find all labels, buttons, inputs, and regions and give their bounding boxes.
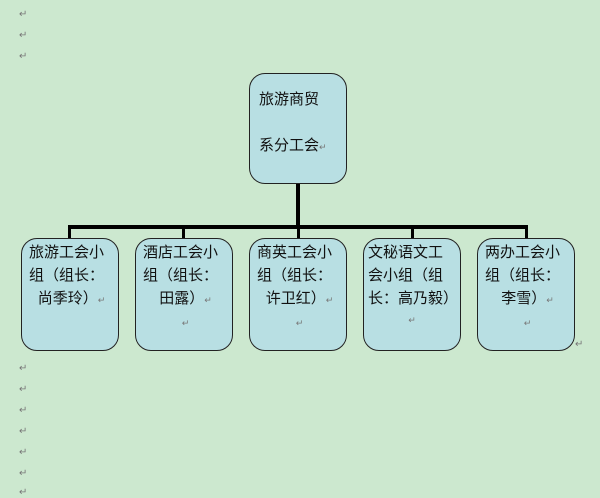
node-line: 商英工会小 xyxy=(257,243,333,261)
connector-drop xyxy=(525,225,528,239)
connector-drop xyxy=(297,225,300,239)
node-line: 文秘语文工 xyxy=(368,243,444,261)
org-child-node: 旅游工会小 组（组长： 尚季玲）↵ xyxy=(21,238,119,351)
paragraph-mark: ↵ xyxy=(523,319,532,329)
paragraph-mark: ↵ xyxy=(19,363,28,374)
paragraph-mark: ↵ xyxy=(19,9,28,20)
node-line: 旅游工会小 xyxy=(29,243,105,261)
org-child-node: 两办工会小 组（组长： 李雪）↵ ↵ xyxy=(477,238,575,351)
paragraph-mark: ↵ xyxy=(295,319,304,329)
node-line: 组（组长： xyxy=(143,266,219,284)
connector-drop xyxy=(182,225,185,239)
paragraph-mark: ↵ xyxy=(181,319,190,329)
node-line: 两办工会小 xyxy=(485,243,561,261)
paragraph-mark: ↵ xyxy=(19,447,28,458)
node-line: 旅游商贸 xyxy=(259,90,320,108)
org-root-node: 旅游商贸 系分工会↵ xyxy=(249,73,347,184)
connector-trunk xyxy=(296,183,300,228)
paragraph-mark: ↵ xyxy=(19,51,28,62)
paragraph-mark: ↵ xyxy=(19,30,28,41)
node-line: 会小组（组 xyxy=(368,266,444,284)
node-line: 田露）↵ xyxy=(159,289,212,307)
node-line: 许卫红）↵ xyxy=(265,289,334,307)
node-line: 组（组长： xyxy=(257,266,333,284)
paragraph-mark: ↵ xyxy=(19,487,28,498)
paragraph-mark: ↵ xyxy=(19,426,28,437)
paragraph-mark: ↵ xyxy=(19,405,28,416)
paragraph-mark: ↵ xyxy=(19,468,28,479)
node-line: 组（组长： xyxy=(485,266,561,284)
node-line: 长：高乃毅） xyxy=(368,289,459,307)
node-line: 组（组长： xyxy=(29,266,105,284)
org-child-node: 酒店工会小 组（组长： 田露）↵ ↵ xyxy=(135,238,233,351)
paragraph-mark: ↵ xyxy=(575,339,584,350)
node-line: 尚季玲）↵ xyxy=(37,289,106,307)
paragraph-mark: ↵ xyxy=(19,384,28,395)
org-child-node: 文秘语文工 会小组（组 长：高乃毅） ↵ xyxy=(363,238,461,351)
node-line: 李雪）↵ xyxy=(501,289,554,307)
node-line: 系分工会↵ xyxy=(259,136,327,154)
org-child-node: 商英工会小 组（组长： 许卫红）↵ ↵ xyxy=(249,238,347,351)
connector-drop xyxy=(411,225,414,239)
node-line: 酒店工会小 xyxy=(143,243,219,261)
paragraph-mark: ↵ xyxy=(408,316,416,326)
connector-drop xyxy=(68,225,71,239)
